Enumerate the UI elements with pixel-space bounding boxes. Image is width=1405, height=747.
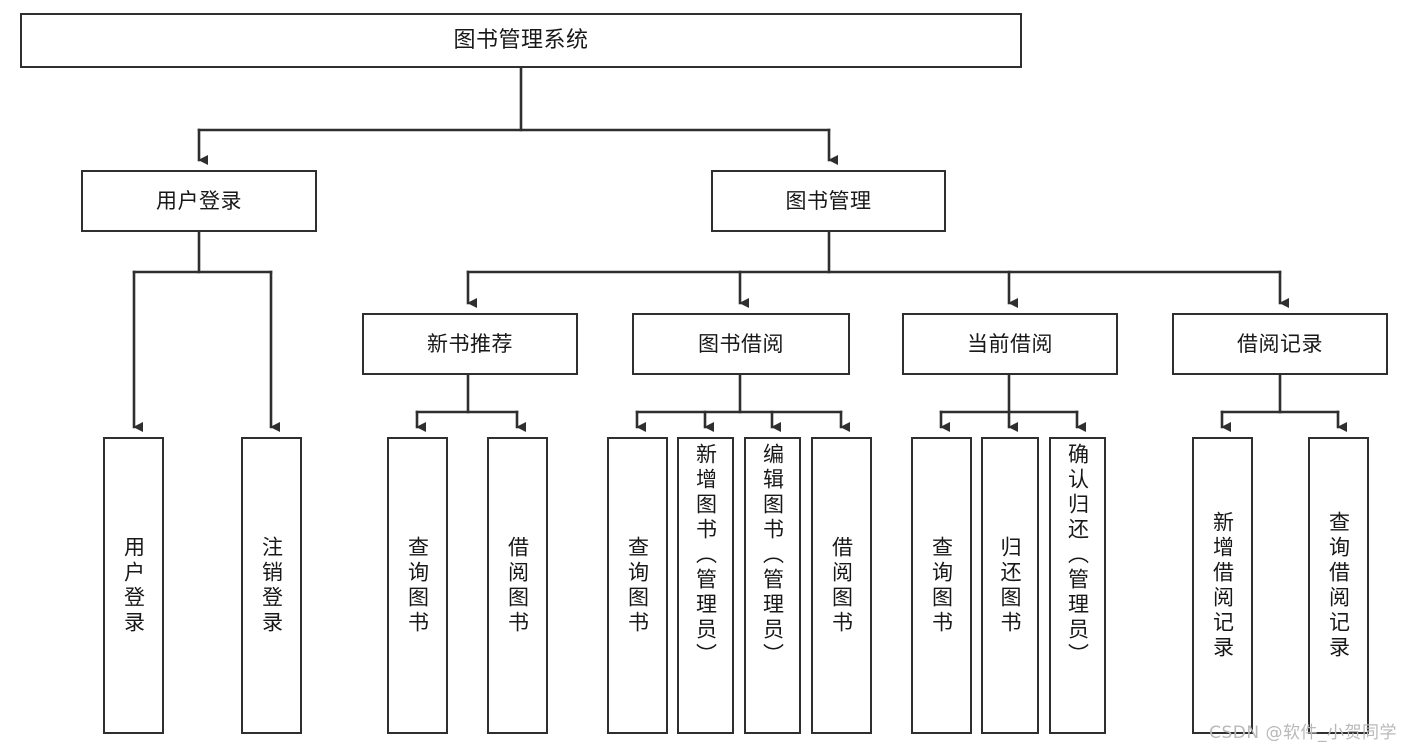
leaf-return-books[interactable]: 归还图书 — [981, 437, 1039, 734]
node-book-borrowing[interactable]: 图书借阅 — [632, 313, 850, 375]
node-book-management[interactable]: 图书管理 — [711, 170, 946, 232]
csdn-watermark: CSDN @软件_小贺同学 — [1209, 723, 1397, 743]
node-label: 借阅记录 — [1237, 331, 1323, 356]
node-borrowing-records[interactable]: 借阅记录 — [1172, 313, 1388, 375]
node-label: 查询借阅记录 — [1326, 510, 1351, 661]
leaf-logout[interactable]: 注销登录 — [241, 437, 302, 734]
leaf-query-books-recommend[interactable]: 查询图书 — [387, 437, 448, 734]
node-label: 用户登录 — [121, 535, 146, 636]
node-label: 新增图书（管理员） — [693, 443, 718, 668]
leaf-query-borrow-record[interactable]: 查询借阅记录 — [1308, 437, 1369, 734]
node-root-book-management-system[interactable]: 图书管理系统 — [20, 13, 1022, 68]
node-label: 用户登录 — [156, 188, 242, 213]
node-label: 借阅图书 — [829, 535, 854, 636]
node-label: 新书推荐 — [427, 331, 513, 356]
node-new-book-recommendation[interactable]: 新书推荐 — [362, 313, 578, 375]
leaf-borrow-books-recommend[interactable]: 借阅图书 — [487, 437, 548, 734]
leaf-edit-book-admin[interactable]: 编辑图书（管理员） — [744, 437, 801, 734]
leaf-add-borrow-record[interactable]: 新增借阅记录 — [1192, 437, 1253, 734]
node-label: 图书管理 — [785, 188, 872, 213]
node-user-login[interactable]: 用户登录 — [81, 170, 317, 232]
leaf-confirm-return-admin[interactable]: 确认归还（管理员） — [1049, 437, 1106, 734]
node-label: 图书管理系统 — [453, 27, 589, 53]
node-label: 注销登录 — [259, 535, 284, 636]
node-label: 借阅图书 — [505, 535, 530, 636]
leaf-add-book-admin[interactable]: 新增图书（管理员） — [677, 437, 734, 734]
leaf-user-login[interactable]: 用户登录 — [103, 437, 164, 734]
node-label: 确认归还（管理员） — [1065, 443, 1090, 668]
node-label: 编辑图书（管理员） — [760, 443, 785, 668]
node-label: 新增借阅记录 — [1210, 510, 1235, 661]
leaf-query-books-current[interactable]: 查询图书 — [911, 437, 972, 734]
node-label: 归还图书 — [998, 535, 1023, 636]
node-current-borrowing[interactable]: 当前借阅 — [902, 313, 1118, 375]
node-label: 图书借阅 — [698, 331, 784, 356]
node-label: 当前借阅 — [967, 331, 1053, 356]
node-label: 查询图书 — [625, 535, 650, 636]
node-label: 查询图书 — [929, 535, 954, 636]
leaf-query-books-borrow[interactable]: 查询图书 — [607, 437, 668, 734]
node-label: 查询图书 — [405, 535, 430, 636]
leaf-borrow-books[interactable]: 借阅图书 — [811, 437, 872, 734]
